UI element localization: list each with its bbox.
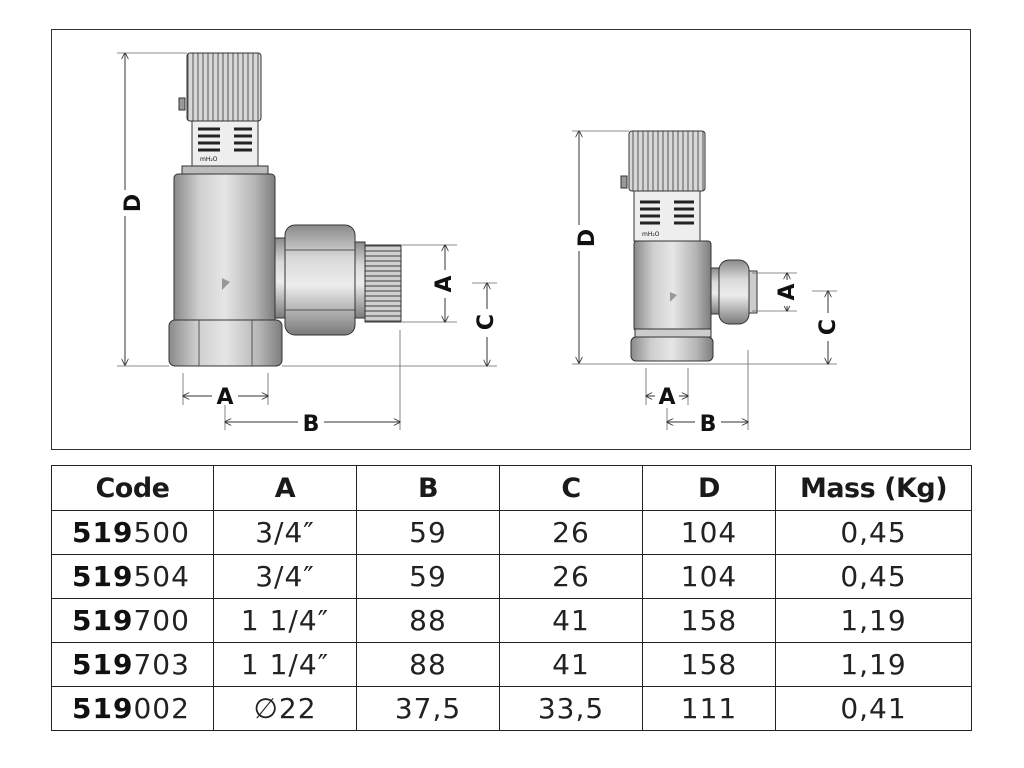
code-cell: 519703 (51, 642, 214, 687)
cell-d: 158 (642, 598, 776, 643)
table-row: 519703 1 1/4″ 88 41 158 1,19 (51, 642, 972, 687)
cell-a: 3/4″ (213, 554, 357, 599)
dimensions-table: Code A B C D Mass (Kg) 519500 3/4″ 59 26… (51, 465, 972, 731)
dimension-drawing-panel: mH₂O D A (51, 29, 971, 450)
large-dim-c-label: C (474, 314, 499, 330)
large-dim-a-vertical-label: A (432, 275, 457, 292)
cell-d: 111 (642, 686, 776, 731)
code-suffix: 700 (133, 604, 190, 637)
large-scale-unit: mH₂O (200, 156, 218, 163)
code-suffix: 703 (133, 648, 190, 681)
cell-a: 3/4″ (213, 510, 357, 555)
small-dim-a-horizontal-label: A (658, 385, 675, 410)
cell-b: 88 (356, 642, 500, 687)
code-prefix: 519 (72, 648, 134, 681)
cell-d: 104 (642, 510, 776, 555)
column-header-mass: Mass (Kg) (775, 465, 972, 511)
small-dim-b-label: B (700, 412, 717, 437)
cell-mass: 1,19 (775, 642, 972, 687)
code-prefix: 519 (72, 560, 134, 593)
cell-mass: 0,45 (775, 554, 972, 599)
cell-d: 158 (642, 642, 776, 687)
large-valve-drawing: mH₂O D A (110, 53, 500, 437)
small-dim-c-label: C (816, 319, 841, 335)
table-row: 519500 3/4″ 59 26 104 0,45 (51, 510, 972, 555)
cell-a: 1 1/4″ (213, 598, 357, 643)
cell-b: 59 (356, 510, 500, 555)
cell-b: 59 (356, 554, 500, 599)
table-row: 519504 3/4″ 59 26 104 0,45 (51, 554, 972, 599)
table-header-row: Code A B C D Mass (Kg) (51, 465, 972, 511)
code-suffix: 500 (133, 516, 190, 549)
column-header-a: A (213, 465, 357, 511)
cell-mass: 0,41 (775, 686, 972, 731)
code-suffix: 504 (133, 560, 190, 593)
code-prefix: 519 (72, 604, 134, 637)
column-header-d: D (642, 465, 776, 511)
cell-c: 26 (499, 510, 643, 555)
code-cell: 519700 (51, 598, 214, 643)
cell-d: 104 (642, 554, 776, 599)
small-dim-a-vertical-label: A (775, 283, 800, 300)
large-dim-b-label: B (303, 412, 320, 437)
table-row: 519002 ∅22 37,5 33,5 111 0,41 (51, 686, 972, 731)
small-scale-unit: mH₂O (642, 231, 660, 238)
cell-c: 26 (499, 554, 643, 599)
cell-mass: 0,45 (775, 510, 972, 555)
cell-a: ∅22 (213, 686, 357, 731)
column-header-b: B (356, 465, 500, 511)
column-header-code: Code (51, 465, 214, 511)
cell-a: 1 1/4″ (213, 642, 357, 687)
large-dim-d-label: D (121, 194, 146, 212)
cell-b: 88 (356, 598, 500, 643)
code-prefix: 519 (72, 516, 134, 549)
code-cell: 519500 (51, 510, 214, 555)
table-row: 519700 1 1/4″ 88 41 158 1,19 (51, 598, 972, 643)
code-prefix: 519 (72, 692, 134, 725)
cell-c: 33,5 (499, 686, 643, 731)
cell-b: 37,5 (356, 686, 500, 731)
code-suffix: 002 (133, 692, 190, 725)
code-cell: 519504 (51, 554, 214, 599)
small-dim-d-label: D (575, 229, 600, 247)
cell-c: 41 (499, 642, 643, 687)
cell-c: 41 (499, 598, 643, 643)
code-cell: 519002 (51, 686, 214, 731)
small-valve-drawing: mH₂O D A B (565, 131, 841, 437)
valve-drawings: mH₂O D A (110, 30, 841, 437)
cell-mass: 1,19 (775, 598, 972, 643)
large-dim-a-horizontal-label: A (216, 385, 233, 410)
column-header-c: C (499, 465, 643, 511)
